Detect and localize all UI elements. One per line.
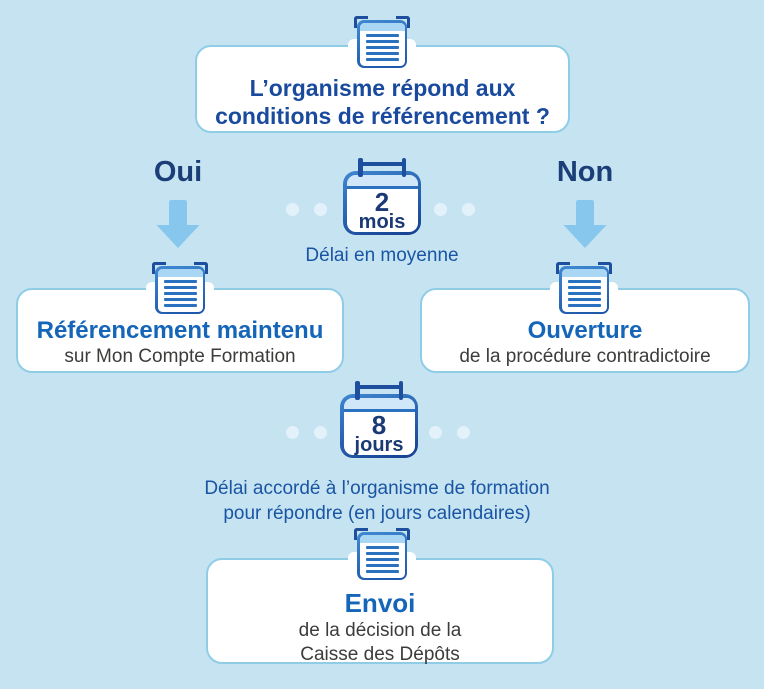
final-subtitle-line1: de la décision de la xyxy=(298,619,462,641)
calendar-pin xyxy=(358,158,363,177)
outcome-yes-title: Référencement maintenu xyxy=(36,317,324,344)
calendar-body: 8 jours xyxy=(340,394,418,458)
dot xyxy=(286,426,299,439)
notepad-icon xyxy=(152,262,208,314)
notepad-line xyxy=(163,298,197,302)
notepad-clip xyxy=(194,262,208,274)
delay-unit: jours xyxy=(354,433,404,455)
calendar-body: 2 mois xyxy=(343,171,421,235)
notepad-line xyxy=(567,298,601,302)
notepad-header-band xyxy=(359,22,405,31)
question-line2: conditions de référencement ? xyxy=(215,103,550,129)
notepad-icon xyxy=(354,16,410,68)
notepad-line xyxy=(365,551,399,555)
notepad-body xyxy=(357,20,407,68)
notepad-clip xyxy=(152,262,166,274)
notepad-clip xyxy=(396,16,410,28)
final-title: Envoi xyxy=(344,588,416,618)
notepad-body xyxy=(559,266,609,314)
final-subtitle-line2: Caisse des Dépôts xyxy=(300,643,460,665)
calendar-icon: 8 jours xyxy=(340,381,418,458)
branch-label-no: Non xyxy=(556,156,614,188)
notepad-page xyxy=(157,268,203,312)
calendar-header-band xyxy=(343,397,415,412)
dot xyxy=(434,203,447,216)
calendar-pin-bar xyxy=(360,161,404,166)
delay-unit: mois xyxy=(358,210,406,232)
delay-caption-line2: pour répondre (en jours calendaires) xyxy=(223,503,531,524)
down-arrow-icon xyxy=(156,200,200,248)
notepad-line xyxy=(163,285,197,289)
question-line1: L’organisme répond aux xyxy=(249,75,516,101)
notepad-line xyxy=(163,279,197,283)
notepad-line xyxy=(567,285,601,289)
notepad-line xyxy=(365,39,399,43)
delay-value: 8 xyxy=(371,409,387,440)
calendar-pin xyxy=(401,158,406,177)
delay-caption: Délai en moyenne xyxy=(305,245,459,266)
notepad-header-band xyxy=(157,268,203,277)
delay-caption: Délai accordé à l’organisme de formation… xyxy=(177,476,577,526)
notepad-line xyxy=(365,52,399,56)
notepad-line xyxy=(567,279,601,283)
delay-value: 2 xyxy=(374,186,390,217)
notepad-page xyxy=(359,22,405,66)
notepad-page xyxy=(561,268,607,312)
notepad-header-band xyxy=(359,534,405,543)
final-box: Envoi de la décision de la Caisse des Dé… xyxy=(206,558,554,665)
dot xyxy=(462,203,475,216)
dot xyxy=(429,426,442,439)
branch-label-yes: Oui xyxy=(153,156,203,188)
notepad-body xyxy=(357,532,407,580)
notepad-page xyxy=(359,534,405,578)
notepad-line xyxy=(365,33,399,37)
notepad-clip xyxy=(396,528,410,540)
dot xyxy=(314,203,327,216)
notepad-icon xyxy=(354,528,410,580)
notepad-line xyxy=(365,564,399,568)
notepad-line xyxy=(567,292,601,296)
calendar-page: 8 jours xyxy=(343,397,415,455)
calendar-pin xyxy=(355,381,360,400)
calendar-rings xyxy=(343,158,421,177)
notepad-line xyxy=(567,304,601,308)
notepad-line xyxy=(365,570,399,574)
calendar-page: 2 mois xyxy=(346,174,418,232)
calendar-header-band xyxy=(346,174,418,189)
notepad-line xyxy=(365,558,399,562)
delay-caption-line1: Délai accordé à l’organisme de formation xyxy=(204,478,550,499)
calendar-pin-bar xyxy=(357,384,401,389)
notepad-line xyxy=(365,46,399,50)
notepad-line xyxy=(365,58,399,62)
dot xyxy=(314,426,327,439)
notepad-clip xyxy=(354,528,368,540)
notepad-clip xyxy=(354,16,368,28)
down-arrow-icon xyxy=(563,200,607,248)
notepad-body xyxy=(155,266,205,314)
notepad-line xyxy=(365,545,399,549)
outcome-no-subtitle: de la procédure contradictoire xyxy=(459,346,711,368)
calendar-rings xyxy=(340,381,418,400)
calendar-icon: 2 mois xyxy=(343,158,421,235)
notepad-icon xyxy=(556,262,612,314)
dot xyxy=(286,203,299,216)
notepad-clip xyxy=(598,262,612,274)
outcome-yes-subtitle: sur Mon Compte Formation xyxy=(64,346,296,368)
calendar-pin xyxy=(398,381,403,400)
notepad-line xyxy=(163,292,197,296)
dot xyxy=(457,426,470,439)
notepad-line xyxy=(163,304,197,308)
outcome-no-title: Ouverture xyxy=(527,317,643,344)
notepad-header-band xyxy=(561,268,607,277)
notepad-clip xyxy=(556,262,570,274)
